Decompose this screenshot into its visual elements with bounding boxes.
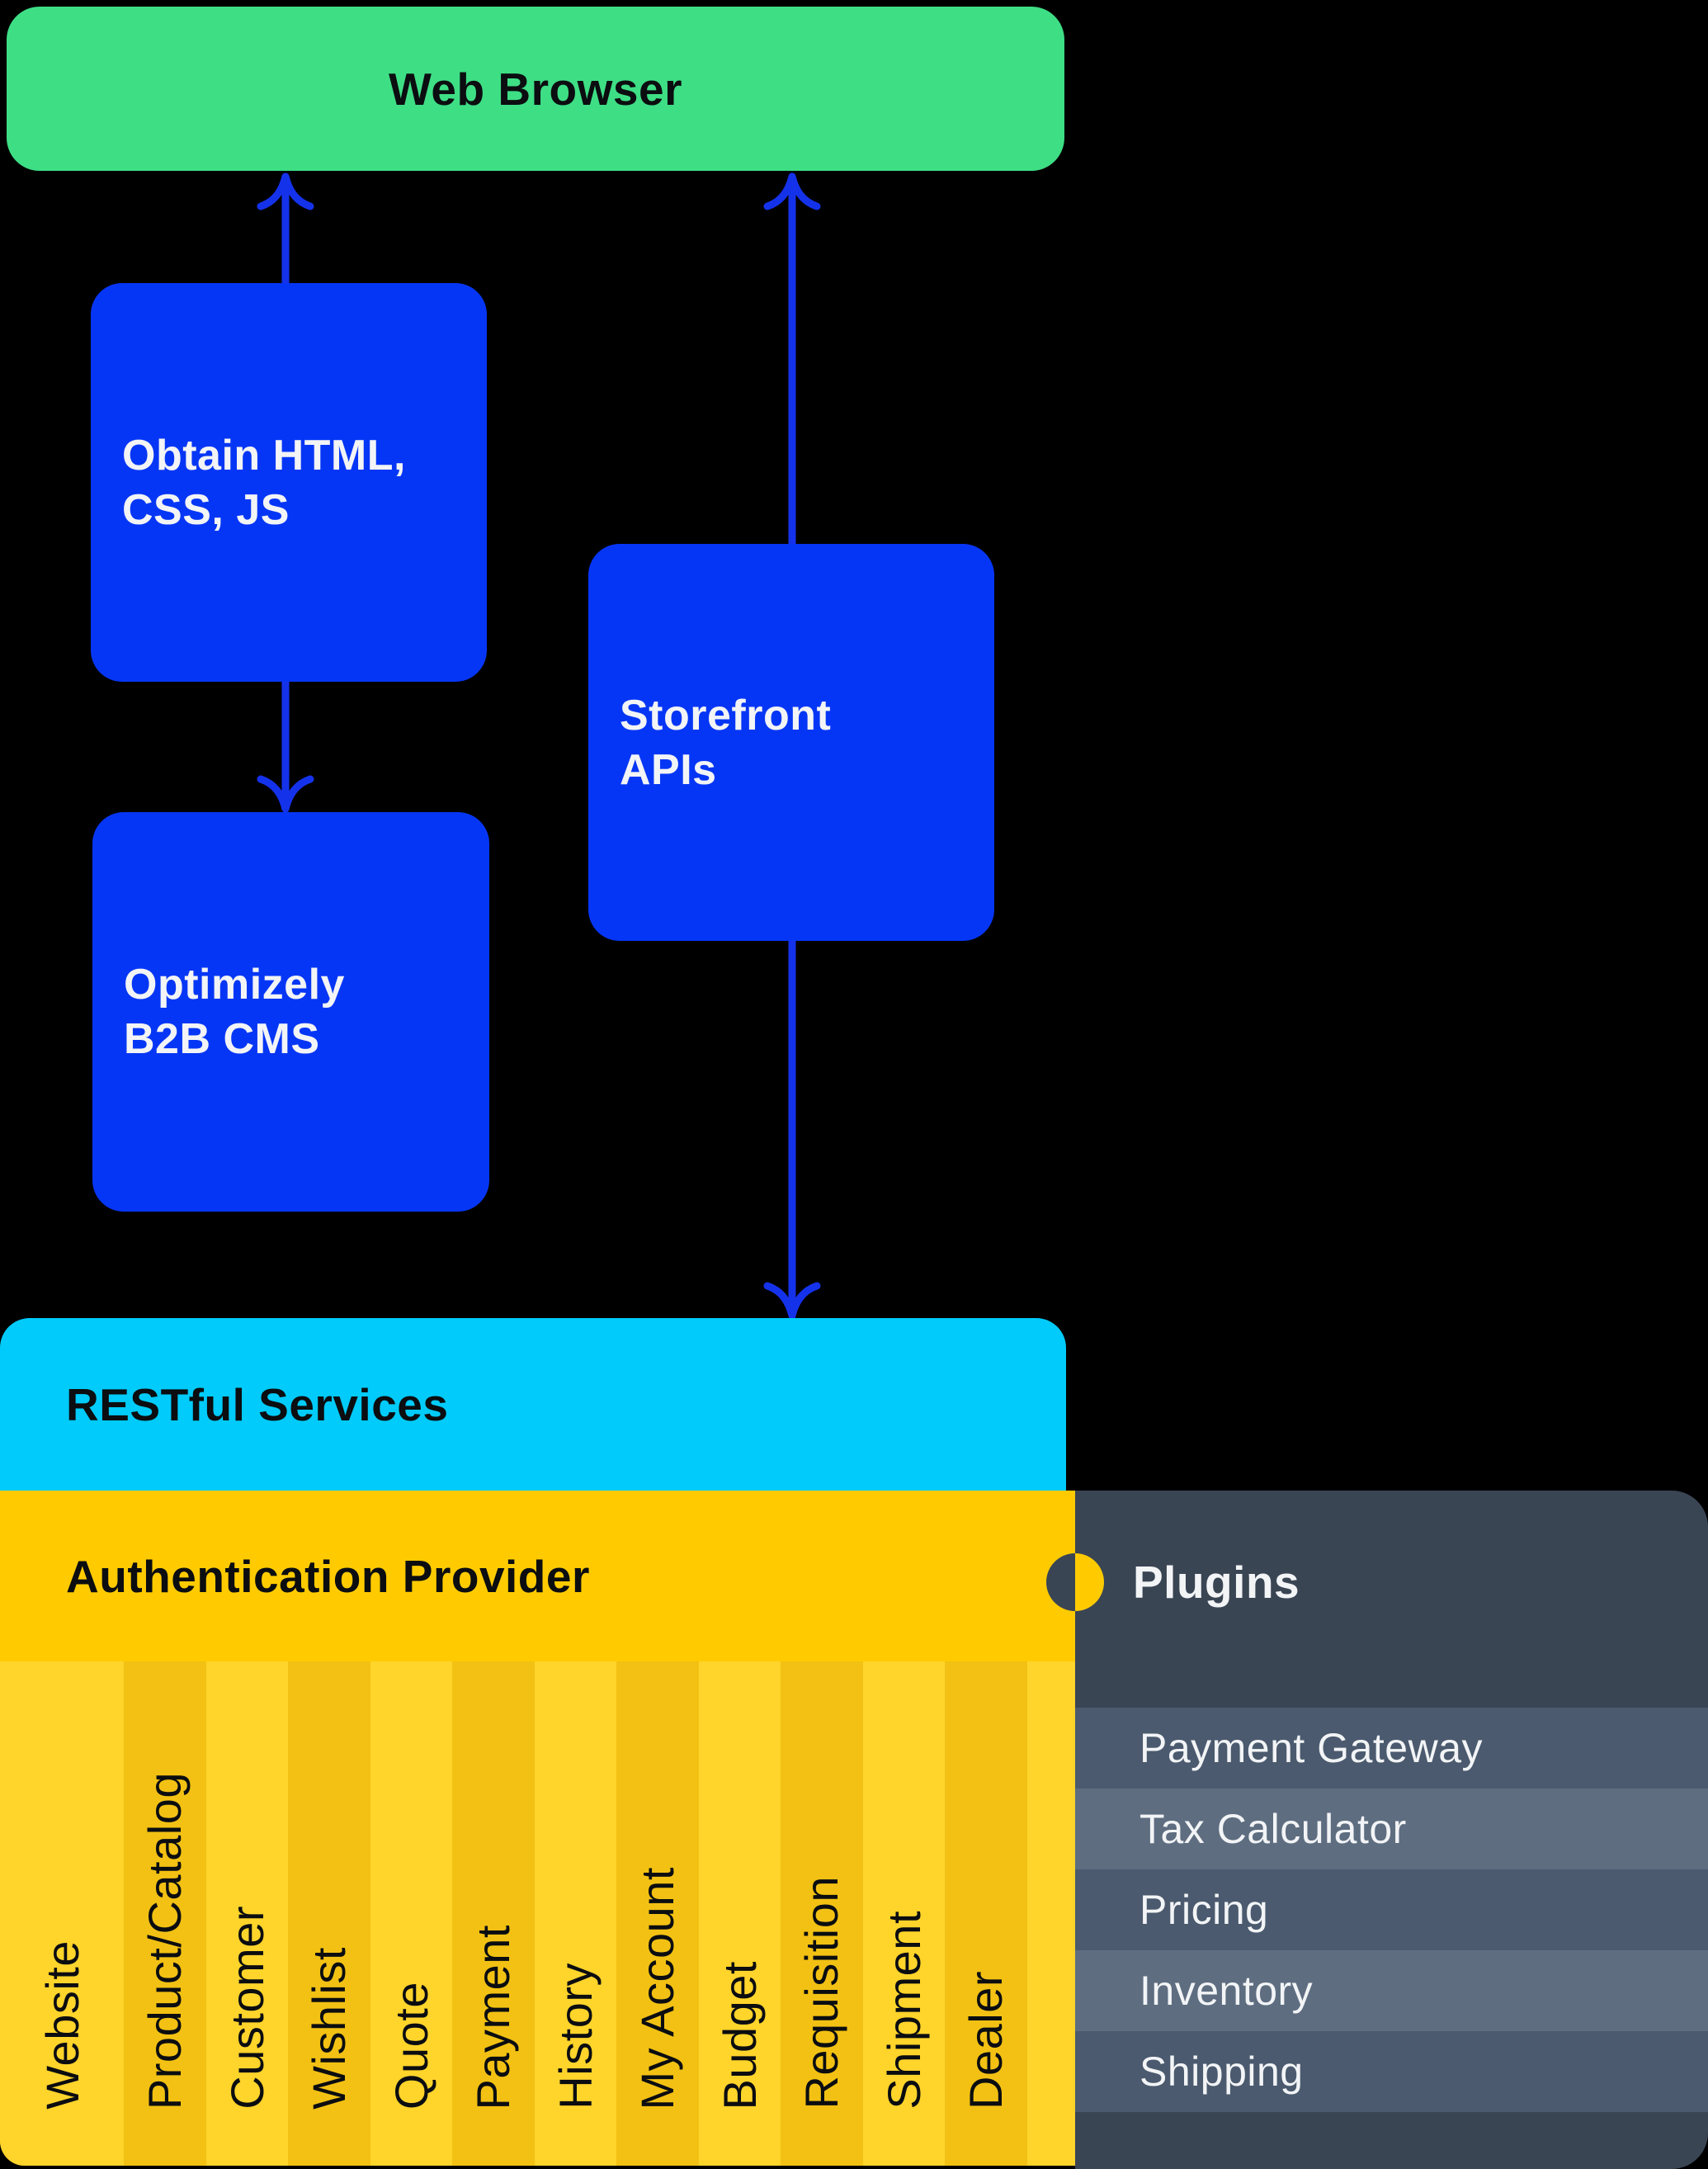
- service-column-dealer: Dealer: [945, 1661, 1027, 2166]
- service-column-customer: Customer: [205, 1661, 288, 2166]
- service-column-label: My Account: [631, 1866, 684, 2110]
- service-column-requisition: Requisition: [781, 1661, 863, 2166]
- plugins-panel: Plugins Payment Gateway Tax Calculator P…: [1046, 1491, 1708, 2169]
- restful-services-label: RESTful Services: [66, 1378, 449, 1430]
- restful-services-bar: RESTful Services: [0, 1318, 1066, 1491]
- plugin-row-payment-gateway: Payment Gateway: [1075, 1708, 1708, 1789]
- service-column-label: Budget: [713, 1960, 766, 2110]
- service-columns: Website Product/Catalog Customer Wishlis…: [0, 1661, 1075, 2166]
- authentication-provider-bar: Authentication Provider: [0, 1491, 1075, 1661]
- service-column-label: History: [549, 1963, 602, 2110]
- plugin-row-tax-calculator: Tax Calculator: [1075, 1789, 1708, 1869]
- service-column-my-account: My Account: [616, 1661, 699, 2166]
- service-column-history: History: [534, 1661, 616, 2166]
- plugins-title: Plugins: [1133, 1557, 1300, 1608]
- service-column-shipment: Shipment: [862, 1661, 945, 2166]
- service-column-label: Wishlist: [303, 1947, 356, 2110]
- plugin-row-pricing: Pricing: [1075, 1869, 1708, 1950]
- service-column-quote: Quote: [370, 1661, 452, 2166]
- service-column-budget: Budget: [698, 1661, 781, 2166]
- arrowhead-down-icon: [763, 1282, 821, 1320]
- service-column-label: Dealer: [960, 1971, 1012, 2110]
- obtain-assets-label-line1: Obtain HTML,: [122, 431, 406, 480]
- service-column-label: Customer: [220, 1906, 273, 2110]
- plugins-list: Payment Gateway Tax Calculator Pricing I…: [1075, 1708, 1708, 2112]
- storefront-apis-node: Storefront APIs: [588, 544, 994, 941]
- service-column-label: Payment: [467, 1924, 520, 2110]
- service-column-label: Product/Catalog: [139, 1771, 191, 2110]
- plugin-row-inventory: Inventory: [1075, 1950, 1708, 2031]
- service-column-label: Requisition: [795, 1876, 848, 2110]
- storefront-apis-label-line1: Storefront: [620, 691, 832, 740]
- plugins-bullet-icon: [1046, 1553, 1104, 1611]
- service-column-label: Quote: [385, 1981, 437, 2110]
- authentication-provider-label: Authentication Provider: [66, 1550, 590, 1602]
- service-column-website: Website: [0, 1661, 124, 2166]
- obtain-assets-label-line2: CSS, JS: [122, 485, 290, 534]
- service-column-label: Website: [35, 1940, 88, 2110]
- service-column-product-catalog: Product/Catalog: [124, 1661, 206, 2166]
- plugins-header: Plugins: [1046, 1491, 1708, 1708]
- authentication-provider-band: Authentication Provider Website Product/…: [0, 1491, 1075, 2166]
- optimizely-b2b-cms-node: Optimizely B2B CMS: [92, 812, 489, 1212]
- cms-label-line2: B2B CMS: [124, 1015, 320, 1063]
- service-column-label: Shipment: [877, 1911, 930, 2110]
- web-browser-node: Web Browser: [7, 7, 1064, 171]
- arrowhead-up-icon: [257, 172, 314, 210]
- arrowhead-up-icon: [763, 172, 821, 210]
- service-column-wishlist: Wishlist: [288, 1661, 370, 2166]
- service-column-payment: Payment: [452, 1661, 535, 2166]
- storefront-apis-label-line2: APIs: [620, 745, 717, 794]
- web-browser-label: Web Browser: [389, 63, 682, 115]
- plugin-row-shipping: Shipping: [1075, 2031, 1708, 2112]
- service-column-spacer: [1026, 1661, 1075, 2166]
- cms-label-line1: Optimizely: [124, 961, 345, 1009]
- arrowhead-down-icon: [257, 775, 314, 813]
- obtain-assets-node: Obtain HTML, CSS, JS: [91, 283, 487, 682]
